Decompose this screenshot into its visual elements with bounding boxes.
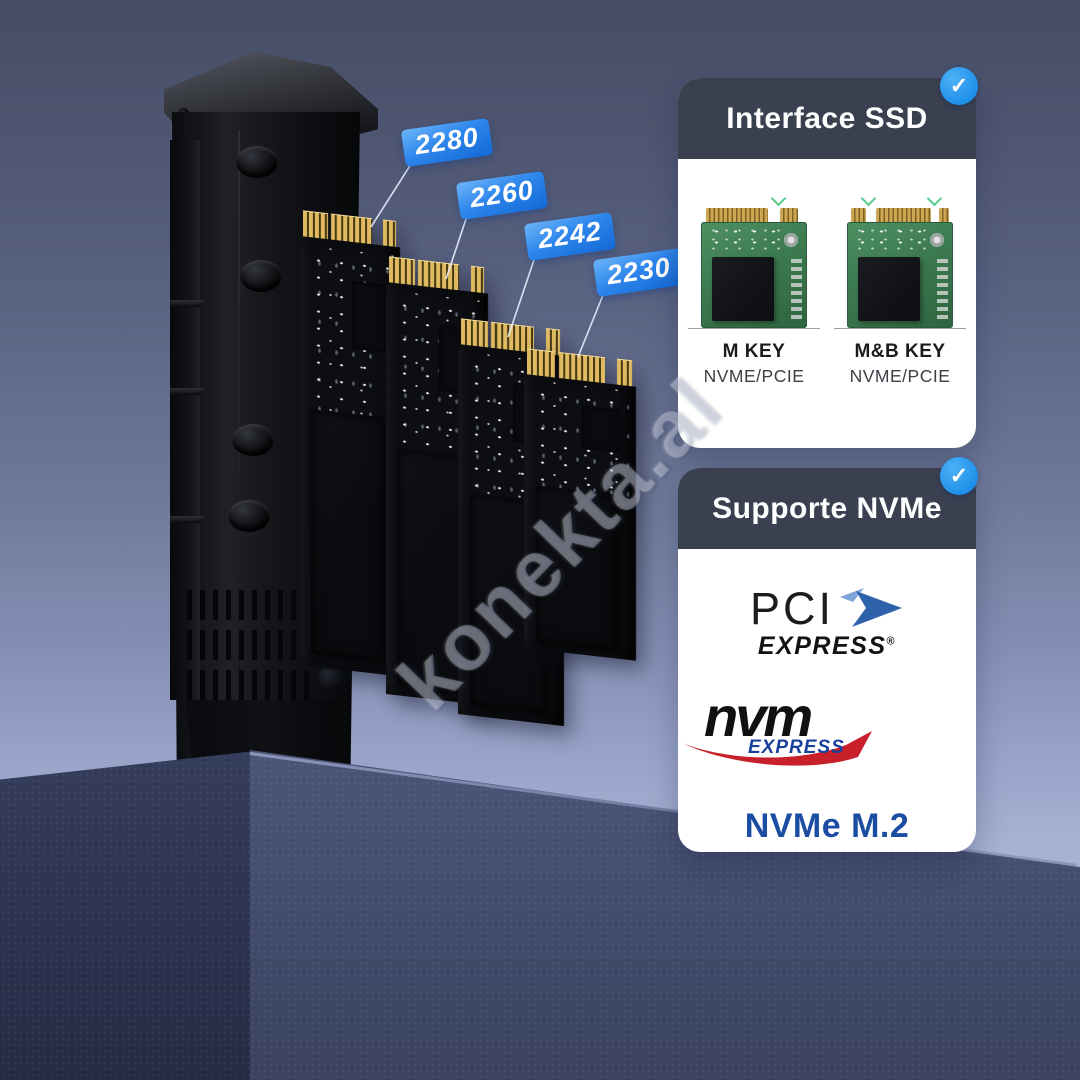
- nvm-express-word: EXPRESS: [748, 737, 845, 758]
- mb-key-module: M&B KEY NVME/PCIE: [834, 190, 966, 387]
- check-badge-icon: ✓: [940, 67, 978, 105]
- pci-express-word: EXPRESS®: [758, 632, 896, 661]
- pci-arrow-icon: [840, 588, 902, 627]
- key-notch-arrow-icon: [926, 190, 943, 207]
- solder-pads: [791, 256, 802, 319]
- notch-arrows: [847, 190, 953, 207]
- nvme-m2-caption: NVMe M.2: [744, 807, 910, 845]
- pcb-chip: [858, 257, 920, 321]
- mb-key-label: M&B KEY: [854, 341, 946, 362]
- interface-ssd-card: ✓ Interface SSD M KEY NVME/PCIE: [678, 67, 978, 448]
- pci-arrow-head: [852, 591, 902, 627]
- mount-hole: [930, 233, 944, 247]
- enclosure-vents: [187, 670, 309, 700]
- m-key-module: M KEY NVME/PCIE: [688, 190, 820, 387]
- leader-line-2280: [370, 160, 414, 228]
- connector-teeth: [706, 208, 768, 222]
- enclosure-vents: [187, 590, 309, 620]
- m-key-spec: NVME/PCIE: [703, 366, 805, 386]
- leader-line-2242: [507, 253, 537, 338]
- notch-arrows: [701, 190, 807, 207]
- connector-teeth: [780, 208, 798, 222]
- enclosure-rail-ridge: [170, 300, 204, 307]
- leader-line-2260: [445, 212, 469, 280]
- pci-express-logo: PCI EXPRESS®: [678, 585, 976, 661]
- pci-express-text: EXPRESS: [757, 632, 887, 660]
- enclosure-rail-ridge: [170, 388, 204, 395]
- enclosure-grommet: [236, 146, 278, 178]
- support-card-title: Supporte NVMe: [678, 468, 976, 549]
- connector-teeth: [876, 208, 931, 222]
- nvm-express-logo: nvm EXPRESS: [678, 689, 872, 767]
- pcb-components: [707, 226, 783, 252]
- mb-key-spec: NVME/PCIE: [849, 366, 951, 386]
- connector-teeth: [851, 208, 866, 222]
- mb-key-pcb: [847, 208, 953, 328]
- m-key-label: M KEY: [722, 341, 786, 362]
- enclosure-vents: [187, 630, 309, 660]
- solder-pads: [937, 256, 948, 319]
- interface-card-title: Interface SSD: [678, 78, 976, 159]
- nvm-word: nvm: [704, 685, 813, 748]
- pcb-components: [853, 226, 929, 252]
- key-modules: M KEY NVME/PCIE M&B KEY: [678, 159, 976, 387]
- nvm-swoosh-icon: [682, 731, 872, 766]
- pedestal-left-face: [0, 751, 252, 1080]
- pcb-chip: [712, 257, 774, 321]
- key-notch-arrow-icon: [860, 190, 877, 207]
- check-badge-icon: ✓: [940, 457, 978, 495]
- m-key-pcb: [701, 208, 807, 328]
- mount-hole: [784, 233, 798, 247]
- baseline: [834, 328, 966, 329]
- pci-arrow-accent: [840, 588, 864, 602]
- enclosure-rail-ridge: [170, 516, 204, 523]
- key-notch-arrow-icon: [770, 190, 787, 207]
- enclosure-grommet: [232, 424, 274, 456]
- connector-teeth: [939, 208, 949, 222]
- pci-word: PCI: [749, 582, 834, 634]
- registered-mark: ®: [886, 635, 897, 648]
- supporte-nvme-card: ✓ Supporte NVMe PCI EXPRESS® nvm EXPRESS…: [678, 457, 978, 852]
- nvm-swoosh-path: [682, 731, 872, 766]
- enclosure-grommet: [228, 500, 270, 532]
- baseline: [688, 328, 820, 329]
- leader-line-2230: [577, 289, 606, 358]
- pci-logo-top: PCI: [750, 585, 904, 631]
- enclosure-grommet: [240, 260, 282, 292]
- enclosure-thumbscrew: [318, 666, 346, 690]
